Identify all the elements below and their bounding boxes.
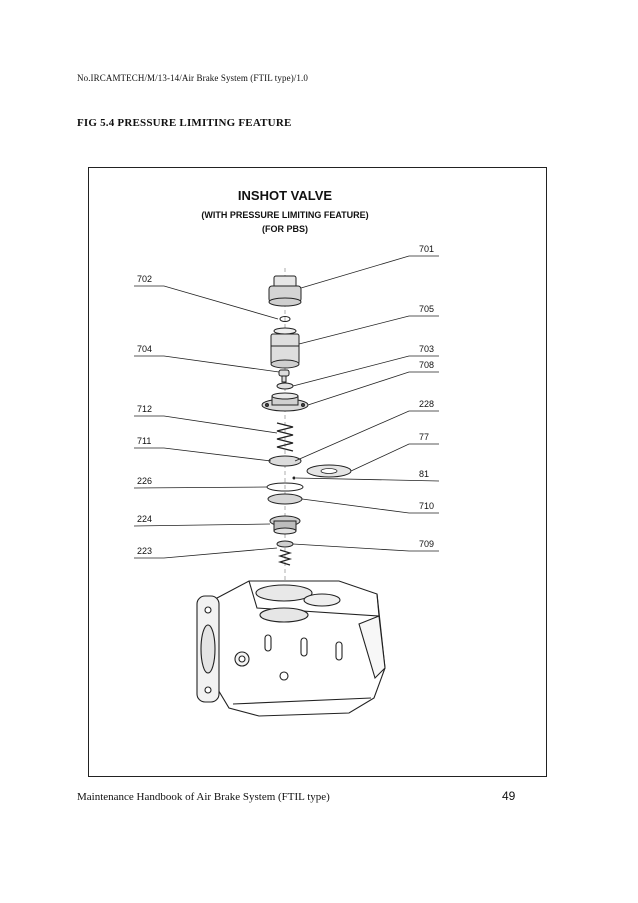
drawing-subheading-2: (FOR PBS) xyxy=(262,224,308,234)
callout-223: 223 xyxy=(137,546,152,556)
part-223-insert xyxy=(276,540,294,566)
part-81-pin xyxy=(292,476,296,480)
callout-711: 711 xyxy=(137,436,151,446)
part-702-circlip xyxy=(279,316,291,322)
part-703-washer xyxy=(276,382,294,390)
part-704-screw xyxy=(278,369,290,383)
callout-705: 705 xyxy=(419,304,434,314)
part-705-housing xyxy=(270,327,300,369)
callout-226: 226 xyxy=(137,476,152,486)
exploded-view-diagram: INSHOT VALVE (WITH PRESSURE LIMITING FEA… xyxy=(133,188,440,717)
callout-77: 77 xyxy=(419,432,429,442)
part-711-seat xyxy=(268,455,302,467)
figure-title: FIG 5.4 PRESSURE LIMITING FEATURE xyxy=(77,117,292,129)
callout-81: 81 xyxy=(419,469,429,479)
callout-710: 710 xyxy=(419,501,434,511)
callout-712: 712 xyxy=(137,404,152,414)
callout-708: 708 xyxy=(419,360,434,370)
callout-701: 701 xyxy=(419,244,434,254)
callout-224: 224 xyxy=(137,514,152,524)
callout-leaders xyxy=(133,255,440,559)
callout-709: 709 xyxy=(419,539,434,549)
callout-704: 704 xyxy=(137,344,152,354)
part-712-spring xyxy=(276,422,294,452)
document-reference: No.IRCAMTECH/M/13-14/Air Brake System (F… xyxy=(77,73,308,83)
valve-body-casting xyxy=(196,580,386,717)
footer-title: Maintenance Handbook of Air Brake System… xyxy=(77,791,330,803)
part-701-cap xyxy=(268,275,302,307)
page-number: 49 xyxy=(502,789,516,803)
part-708-flange xyxy=(261,392,309,412)
figure-frame: INSHOT VALVE (WITH PRESSURE LIMITING FEA… xyxy=(88,167,547,777)
callout-228: 228 xyxy=(419,399,434,409)
drawing-subheading: (WITH PRESSURE LIMITING FEATURE) xyxy=(201,210,368,220)
callout-703: 703 xyxy=(419,344,434,354)
callout-labels: 701 702 705 704 703 708 712 228 711 77 8… xyxy=(137,244,434,556)
callout-702: 702 xyxy=(137,274,152,284)
part-224-valve xyxy=(269,515,301,535)
drawing-heading: INSHOT VALVE xyxy=(238,188,332,203)
part-710-plate xyxy=(267,493,303,505)
